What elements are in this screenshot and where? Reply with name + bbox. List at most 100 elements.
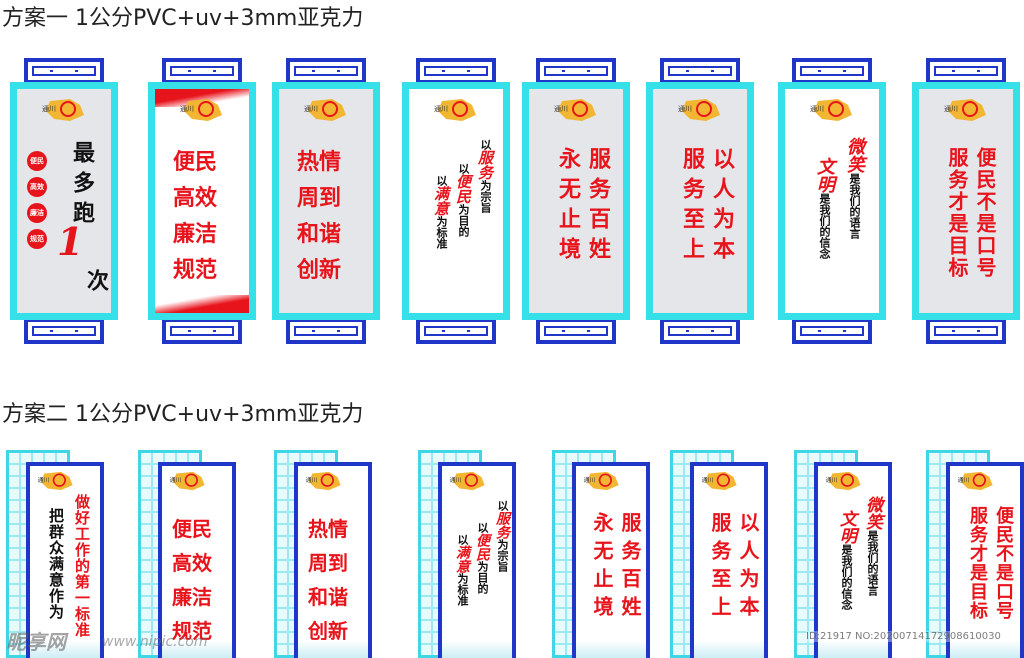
scheme2-panel-6: 通川 以人为本 服务至上 [670,450,768,658]
scheme1-panel-8: 通川 便民不是口号 服务才是目标 [912,58,1020,344]
slogan-column: 做好工作的第一标准 [73,494,91,638]
svg-text:通川: 通川 [554,104,568,113]
watermark-url: www.nipic.com [102,634,208,650]
bottom-lattice-cap [24,318,104,344]
scheme2-panel-4: 通川 以服务为宗旨 以便民为目的 以满意为标准 [418,450,516,658]
slogan-column: 服务至上 [679,147,704,267]
top-lattice-cap [24,58,104,84]
tongchuan-logo: 通川 [170,471,205,491]
red-wave-top [155,89,249,107]
scheme1-panel-7: 通川 微笑是我们的语言 文明是我们的信念 [778,58,886,344]
scheme1-panel-3: 通川 热情 周到 和谐 创新 [272,58,380,344]
slogan-line: 廉洁 [173,222,218,247]
slogan-column: 便民不是口号 [973,147,997,279]
logo-text: 通川 [42,104,56,113]
svg-text:通川: 通川 [958,476,970,484]
tongchuan-logo: 通川 [958,471,993,491]
slogan-column: 把群众满意作为 [47,508,65,620]
motto-line-2: 文明是我们的信念 [836,510,856,610]
panel-main-text: 最多跑 [69,141,94,231]
slogan-line: 和谐 [297,222,342,247]
svg-text:通川: 通川 [678,104,692,113]
svg-text:通川: 通川 [702,476,714,484]
tongchuan-logo: 通川 [584,471,619,491]
slogan-column: 服务才是目标 [967,506,988,620]
scheme2-panel-2: 通川 便民 高效 廉洁 规范 [138,450,236,658]
svg-text:通川: 通川 [450,476,462,484]
tongchuan-logo: 通川 [306,471,341,491]
scheme1-panel-5: 通川 服务百姓 永无止境 [522,58,630,344]
slogan-line: 规范 [172,619,212,643]
badge: 高效 [27,177,47,197]
tongchuan-logo: 通川 [42,99,84,121]
scheme2-panel-8: 通川 便民不是口号 服务才是目标 [926,450,1024,658]
tongchuan-logo: 通川 [450,471,485,491]
tongchuan-logo: 通川 [434,99,476,121]
slogan-column: 服务百姓 [618,512,642,624]
slogan-line: 周到 [308,551,348,575]
scheme-one-title: 方案一 1公分PVC+uv+3mm亚克力 [2,6,364,31]
red-wave-bottom [155,295,249,313]
motto-line-3: 以满意为标准 [432,175,450,249]
tongchuan-logo: 通川 [304,99,346,121]
motto-line-2: 文明是我们的信念 [814,157,835,259]
slogan-line: 廉洁 [172,585,212,609]
svg-text:通川: 通川 [306,476,318,484]
scheme1-panel-4: 通川 以服务为宗旨 以便民为目的 以满意为标准 [402,58,510,344]
svg-text:通川: 通川 [38,476,50,484]
tongchuan-logo: 通川 [678,99,720,121]
slogan-line: 周到 [297,186,342,211]
tongchuan-logo: 通川 [180,99,222,121]
motto-line-1: 以服务为宗旨 [494,500,510,572]
tongchuan-logo: 通川 [826,471,861,491]
motto-line-1: 以服务为宗旨 [476,139,494,213]
svg-text:通川: 通川 [170,476,182,484]
slogan-line: 高效 [173,186,218,211]
scheme2-panel-5: 通川 服务百姓 永无止境 [552,450,650,658]
tongchuan-logo: 通川 [38,471,73,491]
slogan-line: 创新 [308,619,348,643]
svg-text:通川: 通川 [434,104,448,113]
motto-line-1: 微笑是我们的语言 [862,496,882,596]
svg-text:通川: 通川 [826,476,838,484]
slogan-line: 热情 [308,517,348,541]
motto-line-2: 以便民为目的 [454,163,472,237]
tongchuan-logo: 通川 [810,99,852,121]
scheme-two-title: 方案二 1公分PVC+uv+3mm亚克力 [2,402,364,427]
watermark-brand: 昵享网 [6,630,66,654]
tongchuan-logo: 通川 [554,99,596,121]
slogan-column: 以人为本 [736,512,760,624]
motto-line-2: 以便民为目的 [474,522,490,594]
scheme1-panel-2: 通川 便民 高效 廉洁 规范 [148,58,256,344]
slogan-column: 便民不是口号 [993,506,1014,620]
slogan-column: 服务百姓 [585,147,610,267]
slogan-line: 和谐 [308,585,348,609]
slogan-line: 高效 [172,551,212,575]
svg-text:通川: 通川 [584,476,596,484]
scheme2-panel-3: 通川 热情 周到 和谐 创新 [274,450,372,658]
slogan-line: 热情 [297,150,342,175]
scheme2-panel-1: 通川 做好工作的第一标准 把群众满意作为 [6,450,104,658]
number-one: 1 [57,219,84,264]
svg-text:通川: 通川 [304,104,318,113]
tongchuan-logo: 通川 [702,471,737,491]
slogan-column: 以人为本 [709,147,734,267]
panel-tail-text: 次 [83,269,108,299]
slogan-line: 规范 [173,258,218,283]
slogan-line: 创新 [297,258,342,283]
badge: 规范 [27,229,47,249]
badge: 便民 [27,151,47,171]
slogan-column: 服务至上 [708,512,732,624]
svg-text:通川: 通川 [944,104,958,113]
motto-line-3: 以满意为标准 [454,534,470,606]
scheme1-panel-6: 通川 以人为本 服务至上 [646,58,754,344]
svg-text:通川: 通川 [810,104,824,113]
watermark-id: ID:21917 NO:20200714172908610030 [806,631,1001,642]
scheme2-panel-7: 通川 微笑是我们的语言 文明是我们的信念 [794,450,892,658]
slogan-line: 便民 [173,150,218,175]
slogan-line: 便民 [172,517,212,541]
svg-text:通川: 通川 [180,104,194,113]
badge: 廉洁 [27,203,47,223]
slogan-column: 永无止境 [555,147,580,267]
slogan-column: 服务才是目标 [945,147,969,279]
